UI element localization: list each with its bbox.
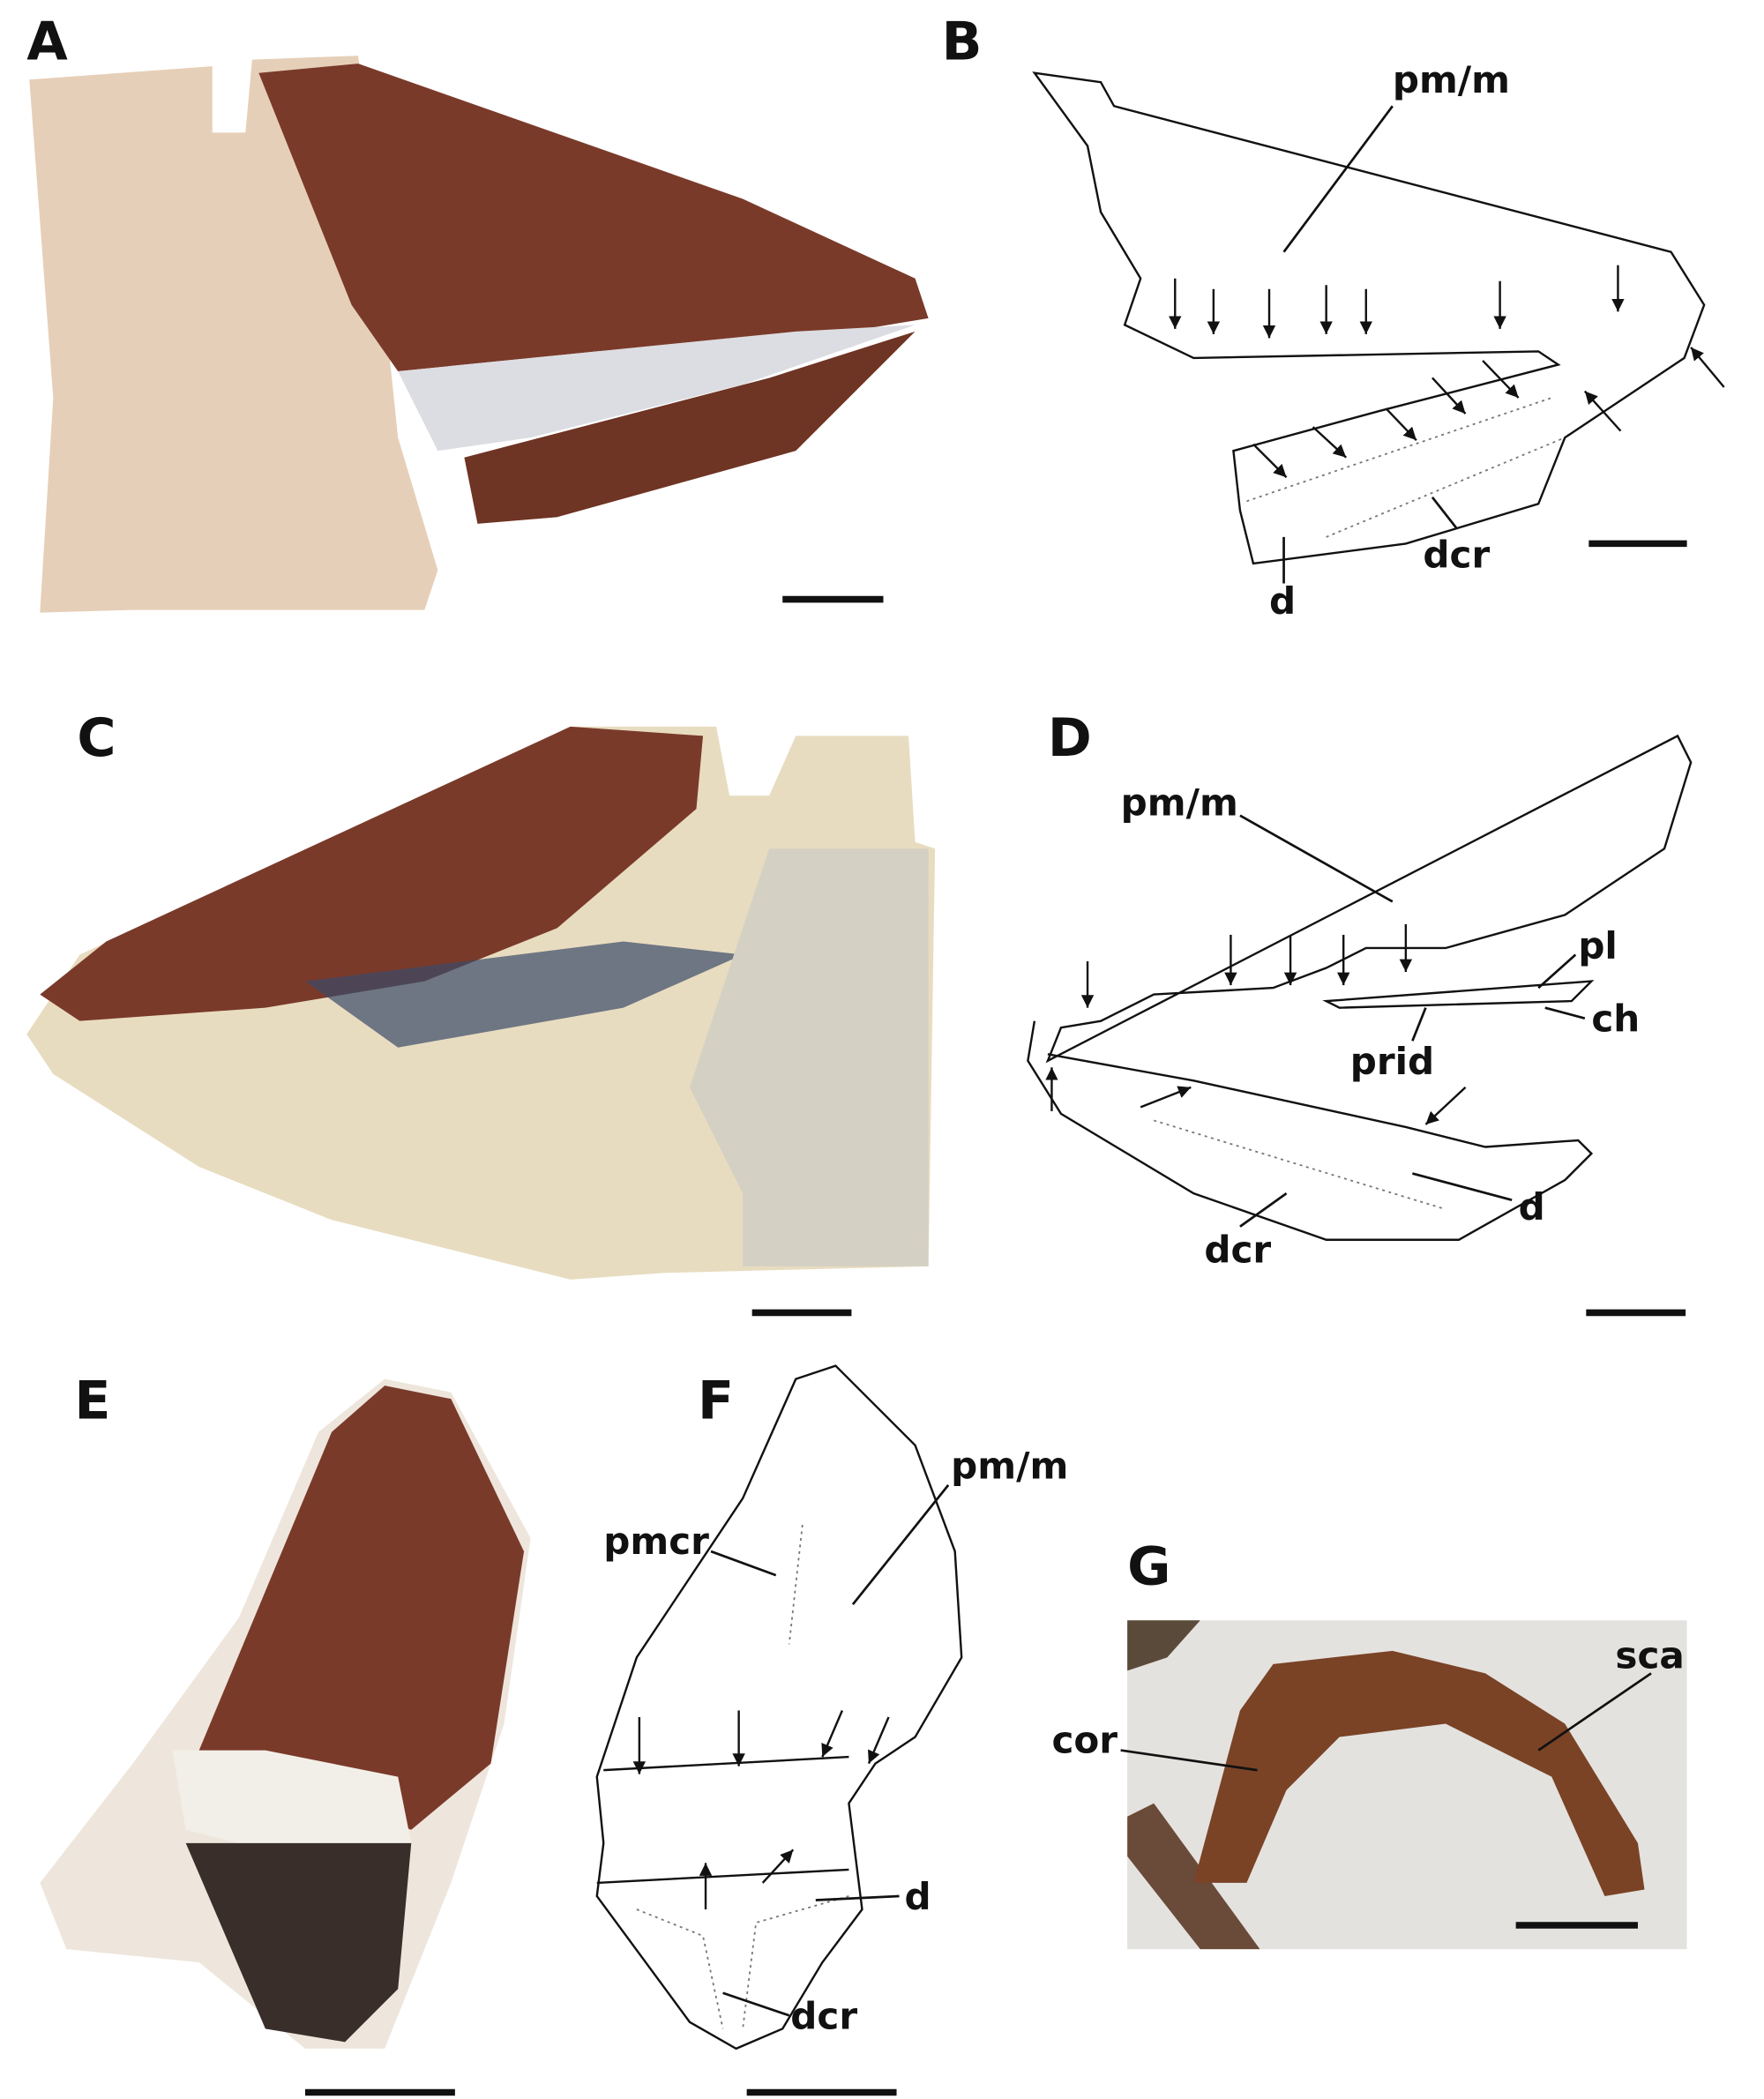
panel-b-drawing xyxy=(1032,71,1725,584)
label-cor: cor xyxy=(1051,1719,1117,1762)
panel-label-c: C xyxy=(77,707,116,769)
panel-d-drawing xyxy=(1027,734,1693,1317)
label-sca: sca xyxy=(1615,1633,1684,1677)
label-pmcr: pmcr xyxy=(603,1520,709,1563)
panel-a-photo xyxy=(29,56,929,613)
panel-e-photo xyxy=(40,1378,531,2096)
label-pm-m: pm/m xyxy=(1393,58,1510,101)
panel-label-a: A xyxy=(26,11,68,73)
label-pm-m: pm/m xyxy=(951,1444,1068,1487)
panel-label-e: E xyxy=(74,1371,110,1432)
label-dcr: dcr xyxy=(1423,533,1490,576)
label-dcr: dcr xyxy=(790,1994,857,2037)
panel-label-b: B xyxy=(942,11,983,73)
panel-g-photo xyxy=(1120,1620,1687,1950)
panel-f-drawing xyxy=(595,1364,963,2096)
label-d: d xyxy=(1269,579,1296,623)
label-d: d xyxy=(905,1875,931,1918)
label-ch: ch xyxy=(1591,997,1640,1041)
panel-label-d: D xyxy=(1048,707,1092,769)
label-dcr: dcr xyxy=(1204,1228,1271,1271)
label-pl: pl xyxy=(1578,924,1618,967)
tooth-arrows xyxy=(1169,265,1725,479)
label-pm-m: pm/m xyxy=(1121,781,1238,825)
label-d: d xyxy=(1519,1185,1545,1229)
label-prid: prid xyxy=(1350,1040,1434,1083)
panel-label-g: G xyxy=(1127,1536,1170,1598)
panel-c-photo xyxy=(26,726,936,1317)
panel-label-f: F xyxy=(698,1371,734,1432)
